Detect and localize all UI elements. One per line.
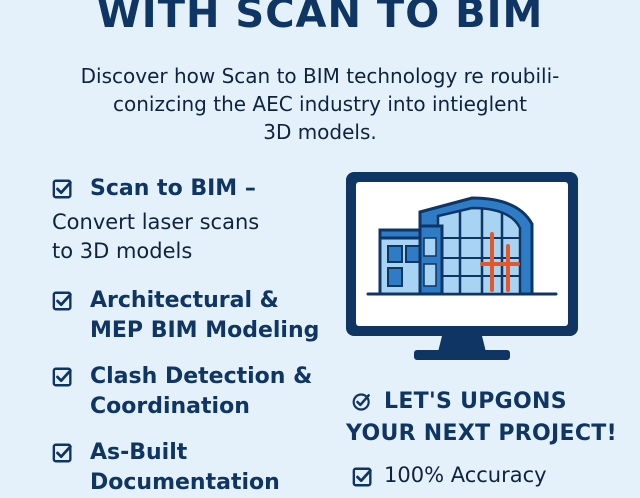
feature-title-line: Documentation (90, 470, 280, 495)
feature-title-line: Scan to BIM – (90, 176, 256, 201)
monitor-building-illustration (342, 168, 582, 364)
check-square-icon (352, 467, 372, 487)
cta-line-2: YOUR NEXT PROJECT! (346, 421, 617, 446)
feature-title: Clash Detection & Coordination (90, 362, 312, 422)
feature-as-built: As-Built Documentation (52, 438, 352, 495)
feature-title-line: As-Built (90, 440, 188, 465)
accuracy-text: 100% Accuracy (384, 463, 547, 487)
feature-title: As-Built Documentation (90, 438, 280, 498)
intro-line: Discover how Scan to BIM technology re r… (80, 64, 560, 88)
intro-line: conizcing the AEC industry into intiegle… (112, 92, 528, 116)
feature-clash-detection: Clash Detection & Coordination (52, 362, 352, 424)
feature-title-line: MEP BIM Modeling (90, 318, 320, 343)
feature-title-line: Clash Detection & (90, 364, 313, 389)
cta-text: LET'S UPGONS (384, 389, 567, 414)
feature-title: Scan to BIM – (90, 174, 256, 204)
feature-title-line: Architectural & (90, 288, 279, 313)
intro-line: 3D models. (263, 120, 377, 144)
feature-title-line: Coordination (90, 394, 250, 419)
feature-architectural-mep: Architectural & MEP BIM Modeling (52, 286, 352, 348)
feature-desc-line: Convert laser scans (52, 210, 260, 234)
check-square-icon (52, 179, 72, 199)
intro-paragraph: Discover how Scan to BIM technology re r… (30, 62, 610, 146)
monitor-building-icon (346, 172, 578, 360)
feature-title: Architectural & MEP BIM Modeling (90, 286, 319, 346)
check-circle-icon (352, 393, 370, 411)
check-square-icon (52, 291, 72, 311)
feature-description: Convert laser scans to 3D models (52, 208, 259, 266)
feature-desc-line: to 3D models (52, 239, 193, 263)
check-square-icon (52, 443, 72, 463)
feature-scan-to-bim: Scan to BIM – Convert laser scans to 3D … (52, 174, 352, 274)
check-square-icon (52, 367, 72, 387)
headline: WITH SCAN TO BIM (96, 0, 544, 37)
